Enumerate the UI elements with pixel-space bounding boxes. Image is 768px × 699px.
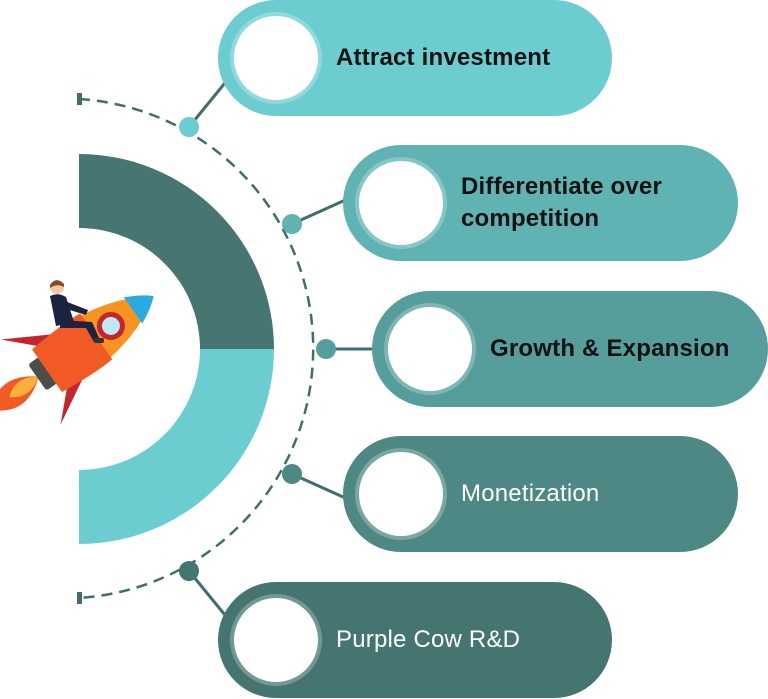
nose-cone: [123, 295, 154, 324]
rider-torso: [50, 294, 74, 326]
step-attract-investment: Attract investment: [218, 0, 612, 116]
connector-dot-4: [282, 464, 302, 484]
step-purple-cow-rd: Purple Cow R&D: [218, 582, 612, 698]
arc-cap-bottom: [77, 592, 82, 604]
step-growth-expansion: Growth & Expansion: [372, 291, 768, 407]
step-label-4: Monetization: [461, 480, 600, 507]
ring-upper-segment: [79, 154, 274, 349]
step-knob-3: [388, 307, 472, 391]
rocket-window: [101, 316, 120, 335]
arc-cap-top: [77, 93, 82, 105]
step-knob-2: [359, 161, 443, 245]
step-label-1: Attract investment: [336, 44, 551, 71]
connector-line-4: [291, 472, 353, 503]
nozzle: [29, 357, 57, 390]
businessman-icon: [50, 280, 104, 343]
connector-dot-1: [179, 117, 199, 137]
step-knob-1: [234, 16, 318, 100]
flame-inner: [9, 376, 39, 398]
ring-lower-segment: [79, 349, 274, 544]
connector-line-2: [291, 195, 353, 226]
connector-dot-5: [179, 561, 199, 581]
connector-line-5: [187, 570, 231, 621]
rocket-icon: [0, 295, 154, 425]
rider-shoe: [94, 338, 104, 343]
connector-dot-3: [316, 339, 336, 359]
rider-hair: [50, 280, 64, 288]
step-label-2: Differentiate over competition: [461, 173, 662, 232]
step-label-3: Growth & Expansion: [490, 335, 730, 362]
connector-dot-2: [282, 214, 302, 234]
step-label-5: Purple Cow R&D: [336, 626, 521, 653]
step-knob-4: [359, 452, 443, 536]
step-knob-5: [234, 598, 318, 682]
rider-leg: [60, 320, 100, 342]
step-monetization: Monetization: [343, 436, 738, 552]
rider-arm: [60, 300, 88, 315]
step-differentiate: Differentiate over competition: [343, 145, 738, 261]
connector-line-1: [187, 77, 231, 128]
connectors: [179, 77, 380, 621]
